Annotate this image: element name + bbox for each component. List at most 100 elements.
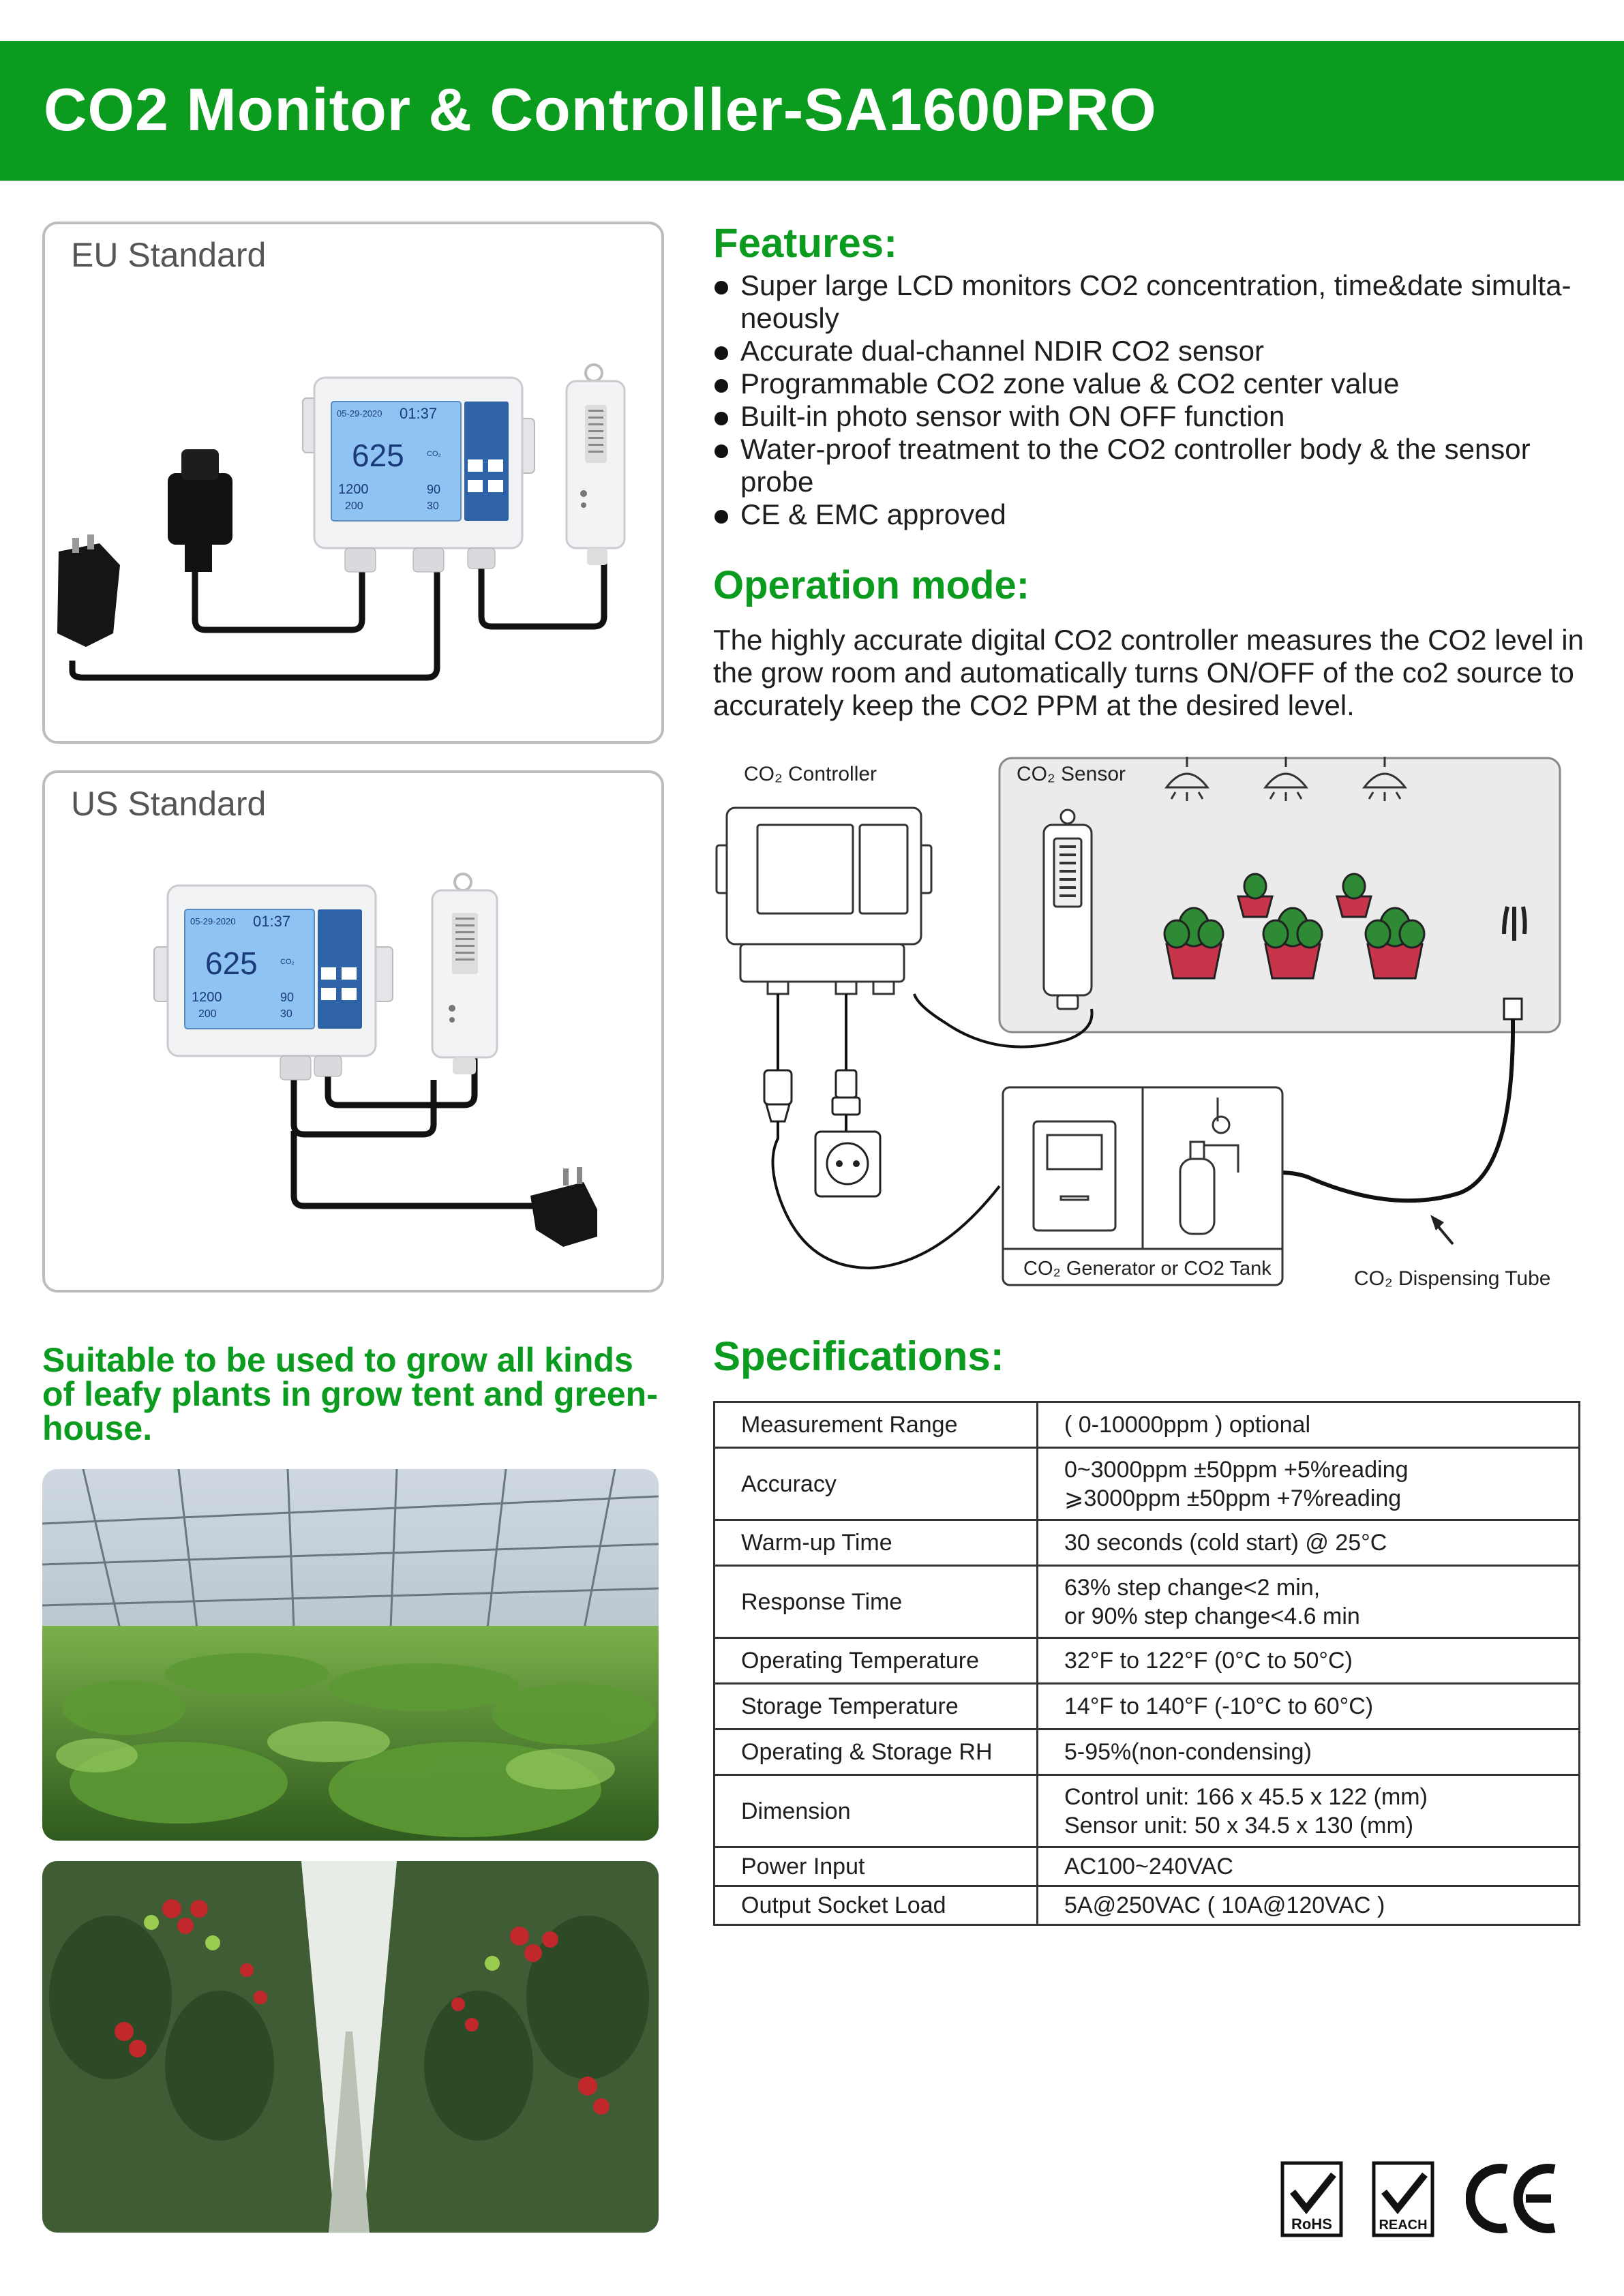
co2-generator-icon: [1032, 1120, 1117, 1232]
us-lcd-date: 05-29-2020: [190, 916, 236, 926]
spec-value-line: ⩾3000ppm ±50ppm +7%reading: [1064, 1485, 1402, 1511]
eu-lcd-right2: 30: [427, 500, 439, 512]
table-row: Measurement Range ( 0-10000ppm ) optiona…: [713, 1401, 1580, 1449]
spec-key: Power Input: [713, 1846, 1038, 1887]
generator-label: CO₂ Generator or CO2 Tank: [1023, 1258, 1272, 1280]
spec-key: Measurement Range: [713, 1401, 1038, 1449]
spec-value: 0~3000ppm ±50ppm +5%reading ⩾3000ppm ±50…: [1036, 1447, 1580, 1521]
us-lcd-time: 01:37: [253, 913, 290, 930]
reach-icon: REACH: [1372, 2161, 1434, 2237]
us-product-image: 05-29-2020 01:37 625 CO₂ 1200 90 200 30: [153, 873, 597, 1247]
feature-item: Water-proof treatment to the CO2 control…: [713, 433, 1586, 498]
spec-value: 32°F to 122°F (0°C to 50°C): [1036, 1637, 1580, 1685]
grow-room-box: [998, 757, 1561, 1033]
title-banner: CO2 Monitor & Controller-SA1600PRO: [0, 41, 1624, 181]
eu-lcd-right: 90: [427, 483, 440, 496]
tomato-greenhouse-photo: [42, 1861, 659, 2233]
us-controller-unit: 05-29-2020 01:37 625 CO₂ 1200 90 200 30: [153, 884, 393, 1081]
rohs-label: RoHS: [1291, 2216, 1332, 2233]
eu-lcd-left2: 200: [345, 500, 363, 512]
spec-value: 14°F to 140°F (-10°C to 60°C): [1036, 1682, 1580, 1730]
sensor-label: CO₂ Sensor: [1017, 763, 1126, 785]
table-row: Dimension Control unit: 166 x 45.5 x 122…: [713, 1774, 1580, 1848]
eu-lcd-time: 01:37: [400, 405, 437, 422]
spec-key: Operating & Storage RH: [713, 1728, 1038, 1776]
spec-value: ( 0-10000ppm ) optional: [1036, 1401, 1580, 1449]
feature-item: Built-in photo sensor with ON OFF functi…: [713, 400, 1586, 433]
feature-item: Programmable CO2 zone value & CO2 center…: [713, 367, 1586, 400]
spec-value: Control unit: 166 x 45.5 x 122 (mm) Sens…: [1036, 1774, 1580, 1848]
us-lcd-right2: 30: [280, 1008, 292, 1020]
spec-value-line: or 90% step change<4.6 min: [1064, 1603, 1360, 1629]
spec-key: Output Socket Load: [713, 1885, 1038, 1926]
rohs-icon: RoHS: [1280, 2161, 1343, 2237]
table-row: Accuracy 0~3000ppm ±50ppm +5%reading ⩾30…: [713, 1447, 1580, 1521]
spec-key: Response Time: [713, 1565, 1038, 1639]
table-row: Operating & Storage RH 5-95%(non-condens…: [713, 1728, 1580, 1776]
us-lcd-left: 1200: [192, 990, 222, 1005]
table-row: Response Time 63% step change<2 min, or …: [713, 1565, 1580, 1639]
specs-heading: Specifications:: [713, 1333, 1004, 1379]
suitable-text: Suitable to be used to grow all kinds of…: [42, 1341, 658, 1447]
spec-value: 5-95%(non-condensing): [1036, 1728, 1580, 1776]
spec-value: 5A@250VAC ( 10A@120VAC ): [1036, 1885, 1580, 1926]
eu-product-image: 05-29-2020 01:37 625 CO₂ 1200 90 200 30: [57, 363, 626, 681]
controller-label: CO₂ Controller: [744, 763, 877, 785]
us-sensor-unit: [431, 873, 498, 1074]
spec-value: 30 seconds (cold start) @ 25°C: [1036, 1519, 1580, 1567]
diagram-sensor-icon: [1042, 809, 1093, 1010]
table-row: Power Input AC100~240VAC: [713, 1846, 1580, 1887]
table-row: Warm-up Time 30 seconds (cold start) @ 2…: [713, 1519, 1580, 1567]
spec-key: Storage Temperature: [713, 1682, 1038, 1730]
greenhouse-photo: [42, 1469, 659, 1841]
plant-icon: [1163, 873, 1426, 980]
spec-value: 63% step change<2 min, or 90% step chang…: [1036, 1565, 1580, 1639]
co2-tank-icon: [1179, 1098, 1239, 1235]
table-row: Storage Temperature 14°F to 140°F (-10°C…: [713, 1682, 1580, 1730]
eu-standard-panel: EU Standard 05-29-2020: [42, 222, 664, 744]
ce-mark-icon: [1466, 2164, 1556, 2233]
features-heading: Features:: [713, 220, 898, 266]
reach-label: REACH: [1379, 2218, 1427, 2233]
us-standard-panel: US Standard 05-29-2020 01:37 625 CO₂ 120…: [42, 770, 664, 1293]
spec-key: Accuracy: [713, 1447, 1038, 1521]
operation-text: The highly accurate digital CO2 controll…: [713, 624, 1584, 721]
co2-dispenser-icon: [1502, 906, 1527, 941]
tube-label: CO₂ Dispensing Tube: [1354, 1267, 1550, 1290]
operation-heading: Operation mode:: [713, 563, 1030, 607]
us-standard-label: US Standard: [71, 785, 267, 823]
eu-standard-label: EU Standard: [71, 236, 267, 274]
us-lcd-unit: CO₂: [280, 958, 295, 966]
eu-lcd-unit: CO₂: [427, 450, 441, 458]
feature-item: Super large LCD monitors CO2 concentrati…: [713, 269, 1586, 335]
eu-sensor-unit: [565, 363, 626, 565]
us-plug-icon: [530, 1167, 597, 1247]
spec-key: Operating Temperature: [713, 1637, 1038, 1685]
diagram-plug-icon: [763, 1069, 861, 1123]
us-lcd-right: 90: [280, 991, 294, 1004]
wall-socket-icon: [814, 1130, 882, 1198]
eu-lcd-left: 1200: [338, 482, 369, 497]
specs-table: Measurement Range ( 0-10000ppm ) optiona…: [713, 1401, 1580, 1926]
eu-lcd-main: 625: [352, 438, 404, 473]
feature-item: CE & EMC approved: [713, 498, 1586, 531]
spec-value-line: 63% step change<2 min,: [1064, 1574, 1321, 1601]
feature-item: Accurate dual-channel NDIR CO2 sensor: [713, 335, 1586, 367]
operation-diagram: CO₂ Controller CO₂ Sensor: [715, 757, 1561, 1290]
eu-plug-icon: [57, 534, 120, 647]
page-title: CO2 Monitor & Controller-SA1600PRO: [44, 76, 1157, 143]
grow-lamp-icon: [1164, 757, 1408, 801]
features-list: Super large LCD monitors CO2 concentrati…: [713, 269, 1586, 531]
us-lcd-main: 625: [205, 946, 258, 981]
eu-controller-unit: 05-29-2020 01:37 625 CO₂ 1200 90 200 30: [302, 376, 535, 573]
spec-key: Dimension: [713, 1774, 1038, 1848]
diagram-controller-icon: [715, 806, 933, 995]
eu-lcd-date: 05-29-2020: [337, 408, 382, 419]
table-row: Output Socket Load 5A@250VAC ( 10A@120VA…: [713, 1885, 1580, 1926]
spec-key: Warm-up Time: [713, 1519, 1038, 1567]
spec-value-line: Sensor unit: 50 x 34.5 x 130 (mm): [1064, 1812, 1414, 1839]
spec-value: AC100~240VAC: [1036, 1846, 1580, 1887]
us-lcd-left2: 200: [198, 1008, 217, 1020]
spec-value-line: Control unit: 166 x 45.5 x 122 (mm): [1064, 1783, 1428, 1810]
table-row: Operating Temperature 32°F to 122°F (0°C…: [713, 1637, 1580, 1685]
